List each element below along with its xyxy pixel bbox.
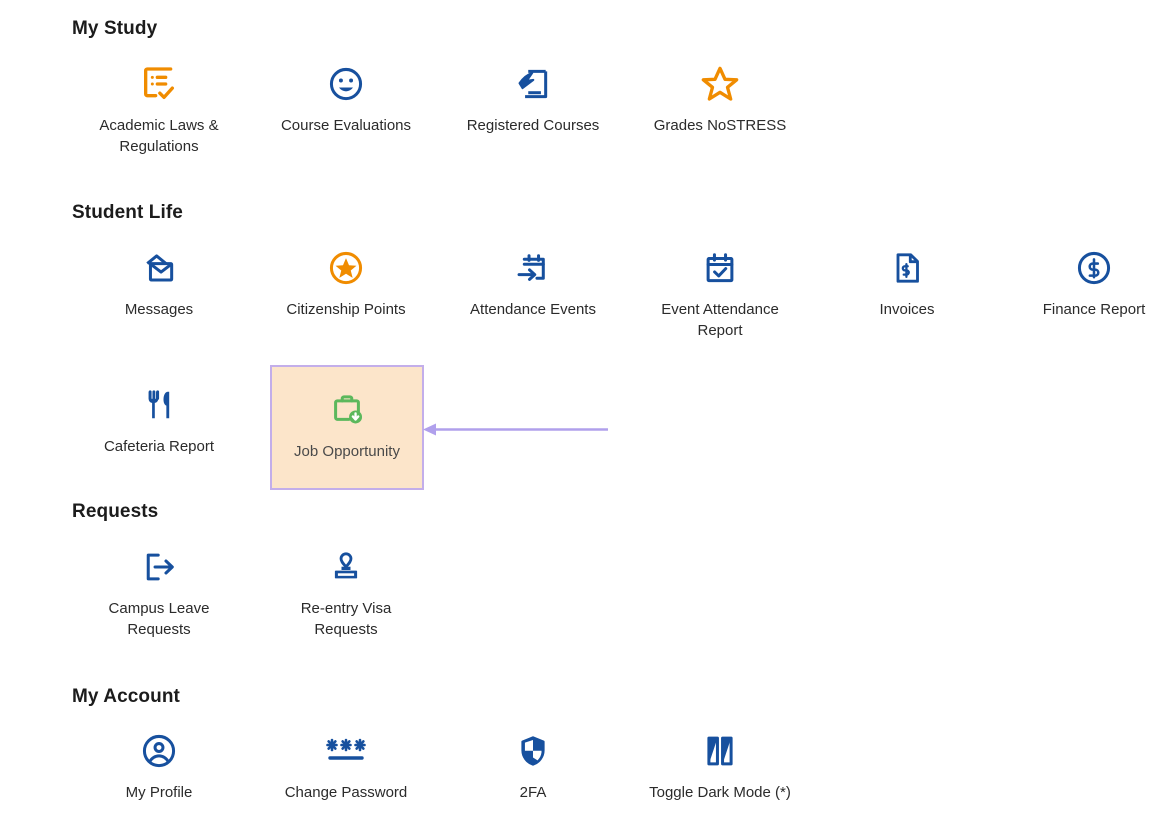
- tile-label: Academic Laws & Regulations: [99, 117, 219, 155]
- tile-academic-laws-regulations[interactable]: Academic Laws & Regulations: [82, 62, 236, 157]
- tile-label: Invoices: [879, 301, 935, 318]
- briefcase-download-icon: [272, 388, 422, 432]
- tile-label: Re-entry Visa Requests: [300, 600, 392, 638]
- section-title-student-life: Student Life: [72, 202, 183, 223]
- star-outline-icon: [643, 62, 797, 106]
- fork-knife-icon: [82, 383, 236, 427]
- tile-job-opportunity[interactable]: Job Opportunity: [270, 365, 424, 490]
- tile-finance-report[interactable]: Finance Report: [1017, 246, 1171, 320]
- tile-messages[interactable]: Messages: [82, 246, 236, 320]
- calendar-check-icon: [643, 246, 797, 290]
- smiley-face-icon: [269, 62, 423, 106]
- section-title-my-account: My Account: [72, 686, 180, 707]
- tile-label: Change Password: [284, 784, 408, 801]
- asterisks-password-icon: [269, 729, 423, 773]
- checklist-icon: [82, 62, 236, 106]
- tile-attendance-events[interactable]: Attendance Events: [456, 246, 610, 320]
- tile-label: 2FA: [519, 784, 547, 801]
- signature-pen-icon: [456, 62, 610, 106]
- tile-label: My Profile: [125, 784, 193, 801]
- tile-label: Campus Leave Requests: [108, 600, 210, 638]
- tile-re-entry-visa-requests[interactable]: Re-entry Visa Requests: [269, 545, 423, 640]
- tile-label: Job Opportunity: [294, 443, 400, 460]
- dollar-circle-icon: [1017, 246, 1171, 290]
- user-circle-icon: [82, 729, 236, 773]
- tile-campus-leave-requests[interactable]: Campus Leave Requests: [82, 545, 236, 640]
- tile-label: Registered Courses: [466, 117, 600, 134]
- tile-label: Toggle Dark Mode (*): [649, 784, 791, 801]
- tile-label: Course Evaluations: [280, 117, 412, 134]
- tile-label: Attendance Events: [470, 301, 596, 318]
- shield-icon: [456, 729, 610, 773]
- tile-event-attendance-report[interactable]: Event Attendance Report: [643, 246, 797, 341]
- tile-label: Grades NoSTRESS: [653, 117, 787, 134]
- tile-label: Messages: [124, 301, 194, 318]
- star-circle-icon: [269, 246, 423, 290]
- tile-label: Cafeteria Report: [103, 438, 215, 455]
- exit-arrow-icon: [82, 545, 236, 589]
- contrast-toggle-icon: [643, 729, 797, 773]
- tile-course-evaluations[interactable]: Course Evaluations: [269, 62, 423, 136]
- tile-2fa[interactable]: 2FA: [456, 729, 610, 803]
- tile-grades-nostress[interactable]: Grades NoSTRESS: [643, 62, 797, 136]
- section-title-my-study: My Study: [72, 18, 158, 39]
- tile-change-password[interactable]: Change Password: [269, 729, 423, 803]
- tile-registered-courses[interactable]: Registered Courses: [456, 62, 610, 136]
- tile-label: Event Attendance Report: [661, 301, 779, 339]
- document-dollar-icon: [830, 246, 984, 290]
- calendar-arrow-in-icon: [456, 246, 610, 290]
- tile-my-profile[interactable]: My Profile: [82, 729, 236, 803]
- tile-invoices[interactable]: Invoices: [830, 246, 984, 320]
- section-title-requests: Requests: [72, 501, 159, 522]
- annotation-arrow-left: [423, 423, 608, 436]
- tile-label: Citizenship Points: [286, 301, 406, 318]
- stamp-icon: [269, 545, 423, 589]
- tile-toggle-dark-mode[interactable]: Toggle Dark Mode (*): [643, 729, 797, 803]
- tile-citizenship-points[interactable]: Citizenship Points: [269, 246, 423, 320]
- envelopes-icon: [82, 246, 236, 290]
- tile-label: Finance Report: [1042, 301, 1146, 318]
- tile-cafeteria-report[interactable]: Cafeteria Report: [82, 383, 236, 457]
